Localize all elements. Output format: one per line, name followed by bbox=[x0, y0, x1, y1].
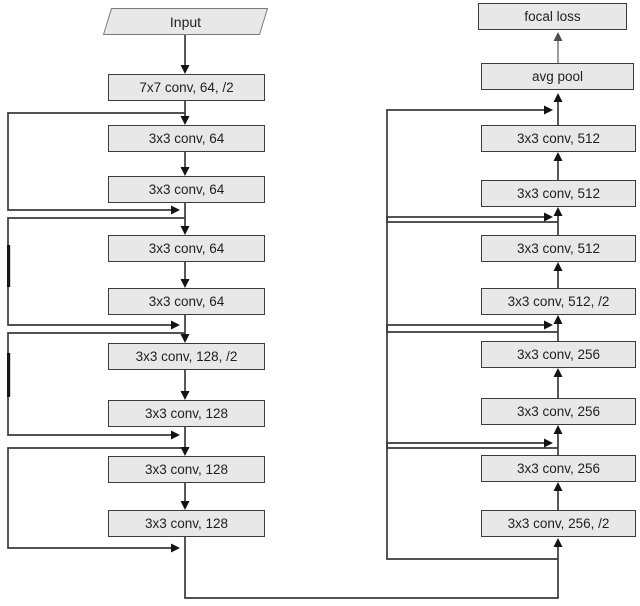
node-conv-64-a: 3x3 conv, 64 bbox=[108, 125, 265, 152]
node-focal-loss: focal loss bbox=[478, 3, 627, 30]
node-conv-64-d: 3x3 conv, 64 bbox=[108, 288, 265, 315]
node-conv-256-down: 3x3 conv, 256, /2 bbox=[481, 510, 636, 537]
node-conv-512-b: 3x3 conv, 512 bbox=[481, 180, 636, 207]
node-input: Input bbox=[102, 8, 269, 35]
node-conv-7x7-64: 7x7 conv, 64, /2 bbox=[108, 74, 265, 101]
node-conv-512-down: 3x3 conv, 512, /2 bbox=[481, 288, 636, 315]
node-conv-256-b: 3x3 conv, 256 bbox=[481, 398, 636, 425]
node-conv-512-c: 3x3 conv, 512 bbox=[481, 125, 636, 152]
node-conv-128-a: 3x3 conv, 128 bbox=[108, 400, 265, 427]
node-conv-64-b: 3x3 conv, 64 bbox=[108, 176, 265, 203]
node-conv-256-a: 3x3 conv, 256 bbox=[481, 455, 636, 482]
node-conv-64-c: 3x3 conv, 64 bbox=[108, 235, 265, 262]
node-conv-512-a: 3x3 conv, 512 bbox=[481, 235, 636, 262]
node-avg-pool: avg pool bbox=[481, 63, 634, 90]
node-conv-128-c: 3x3 conv, 128 bbox=[108, 510, 265, 537]
node-conv-128-down: 3x3 conv, 128, /2 bbox=[108, 343, 265, 370]
input-label: Input bbox=[169, 13, 202, 30]
node-conv-256-c: 3x3 conv, 256 bbox=[481, 341, 636, 368]
node-conv-128-b: 3x3 conv, 128 bbox=[108, 456, 265, 483]
